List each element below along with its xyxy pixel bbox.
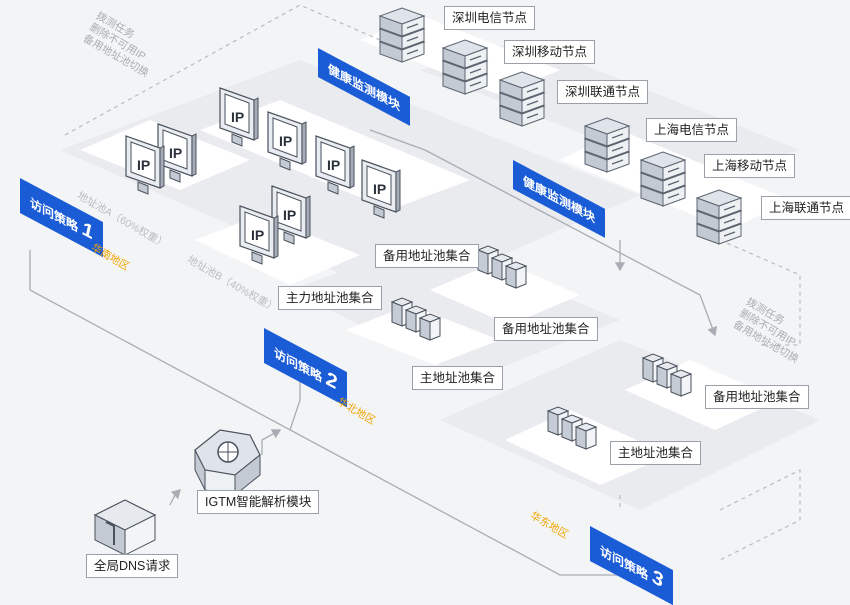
- ip-text: IP: [137, 157, 150, 173]
- flow-lines: [29, 129, 718, 576]
- ip-text: IP: [251, 227, 264, 243]
- dns-request-label: 全局DNS请求: [86, 554, 179, 578]
- ip-labels: IP IP IP IP IP IP IP IP: [137, 109, 386, 243]
- pool-label-backup-2: 备用地址池集合: [494, 317, 598, 341]
- node-label-sh-mobile: 上海移动节点: [704, 154, 796, 178]
- pool-label-main-2: 主地址池集合: [412, 366, 504, 390]
- node-label-sz-unicom: 深圳联通节点: [557, 80, 649, 104]
- ip-text: IP: [327, 157, 340, 173]
- node-label-sz-mobile: 深圳移动节点: [504, 40, 596, 64]
- server-icon: [585, 118, 629, 172]
- server-icon: [697, 190, 741, 244]
- strategy-number: 3: [652, 564, 664, 593]
- strategy-number: 1: [82, 216, 94, 245]
- ip-text: IP: [169, 145, 182, 161]
- ip-text: IP: [373, 181, 386, 197]
- dns-cube-icon: [93, 499, 157, 556]
- node-label-sz-telecom: 深圳电信节点: [444, 6, 536, 30]
- igtm-label: IGTM智能解析模块: [197, 490, 320, 514]
- pool-label-backup-3: 备用地址池集合: [705, 385, 809, 409]
- server-icon: [500, 72, 544, 126]
- igtm-hexagon-icon: [194, 429, 261, 497]
- node-label-sh-unicom: 上海联通节点: [761, 196, 850, 220]
- ip-text: IP: [283, 207, 296, 223]
- server-icon: [380, 8, 424, 62]
- ip-text: IP: [279, 133, 292, 149]
- pool-label-main-1: 主力地址池集合: [278, 286, 382, 310]
- region-platform-north: [290, 240, 620, 380]
- pool-label-main-3: 主地址池集合: [610, 441, 702, 465]
- server-icon: [443, 40, 487, 94]
- server-icon: [641, 152, 685, 206]
- dashed-probe-lines: [64, 4, 801, 561]
- pool-label-backup-1: 备用地址池集合: [375, 244, 479, 268]
- strategy-number: 2: [326, 366, 338, 395]
- ip-text: IP: [231, 109, 244, 125]
- node-label-sh-telecom: 上海电信节点: [646, 118, 738, 142]
- tile-north-backup: [430, 260, 580, 325]
